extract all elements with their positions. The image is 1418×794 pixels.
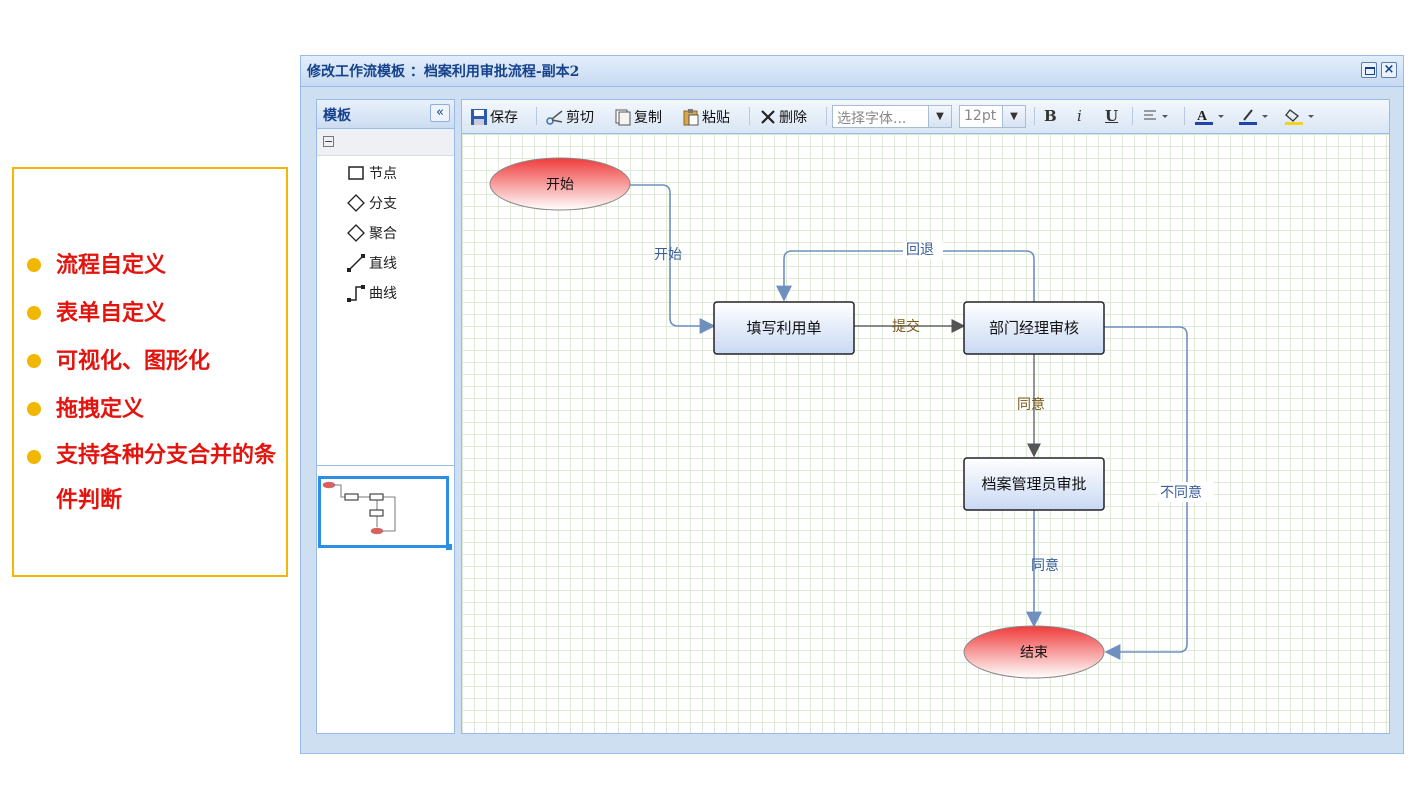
edge-label-agree-2: 同意 <box>1031 557 1059 574</box>
chevron-down-icon[interactable]: ▼ <box>1002 106 1025 127</box>
font-family-select[interactable]: 选择字体... ▼ <box>832 105 952 128</box>
tool-merge[interactable]: 聚合 <box>347 223 397 243</box>
font-color-icon: A <box>1195 109 1224 125</box>
diagram-overview[interactable] <box>318 476 452 550</box>
close-icon[interactable]: × <box>1381 62 1397 78</box>
label-bg <box>1158 482 1214 502</box>
paint-bucket-icon <box>1285 109 1314 125</box>
feature-box: 流程自定义 表单自定义 可视化、图形化 拖拽定义 支持各种分支合并的条件判断 <box>12 167 288 577</box>
feature-item: 表单自定义 <box>24 289 276 337</box>
toolbar-separator <box>826 107 827 125</box>
label-bg <box>903 241 943 259</box>
feature-item: 可视化、图形化 <box>24 337 276 385</box>
align-left-icon <box>1144 110 1168 120</box>
save-button[interactable]: 保存 <box>470 107 518 127</box>
copy-button[interactable]: 复制 <box>614 107 662 127</box>
curve-icon <box>347 285 365 302</box>
node-archive-approve[interactable]: 档案管理员审批 <box>963 457 1105 511</box>
workflow-diagram: 开始 回退 提交 同意 同意 不同意 开始 填写利用单 <box>489 157 1214 679</box>
scissors-icon <box>546 110 563 125</box>
toolbar-separator <box>1132 107 1133 125</box>
toolbar-separator <box>1034 107 1035 125</box>
collapse-tree-icon[interactable]: − <box>323 135 334 148</box>
panel-divider <box>317 465 454 466</box>
overview-thumbnail <box>322 481 396 535</box>
node-label-end: 结束 <box>1020 645 1048 661</box>
feature-item: 拖拽定义 <box>24 385 276 433</box>
feature-item: 支持各种分支合并的条件判断 <box>24 433 276 523</box>
node-fill-form[interactable]: 填写利用单 <box>713 301 855 355</box>
edge-label-agree-1: 同意 <box>1017 396 1045 413</box>
feature-item: 流程自定义 <box>24 241 276 289</box>
paste-button[interactable]: 粘贴 <box>682 107 730 127</box>
edge-label-disagree: 不同意 <box>1160 484 1202 501</box>
toolbar-separator <box>536 107 537 125</box>
node-label-dept-review: 部门经理审核 <box>989 319 1079 337</box>
edge-start-to-fill[interactable] <box>630 184 716 334</box>
branch-icon <box>347 194 365 212</box>
toolbar-separator <box>749 107 750 125</box>
feature-list: 流程自定义 表单自定义 可视化、图形化 拖拽定义 支持各种分支合并的条件判断 <box>24 241 276 523</box>
copy-icon <box>615 109 631 126</box>
svg-text:A: A <box>1197 109 1208 124</box>
designer-panel: 保存 剪切 复制 粘贴 删除 选择字体... ▼ <box>461 99 1390 734</box>
highlight-button[interactable] <box>1238 107 1272 125</box>
template-panel: 模板 « − 节点 分支 聚合 直线 曲线 <box>316 99 455 734</box>
workflow-editor-window: 修改工作流模板 ：档案利用审批流程-副本2 × 模板 « − 节点 分支 聚合 … <box>300 55 1404 754</box>
node-label-archive-approve: 档案管理员审批 <box>981 475 1086 493</box>
merge-icon <box>347 224 365 242</box>
bullet-icon <box>27 354 41 368</box>
highlight-icon <box>1239 109 1268 125</box>
toolbar-separator <box>1184 107 1185 125</box>
node-start[interactable]: 开始 <box>489 157 631 211</box>
bullet-icon <box>27 402 41 416</box>
edge-label-rollback: 回退 <box>906 242 934 258</box>
delete-icon <box>761 110 775 124</box>
tool-node[interactable]: 节点 <box>347 163 397 183</box>
underline-button[interactable]: U <box>1105 107 1119 125</box>
bullet-icon <box>27 450 41 464</box>
collapse-icon[interactable]: « <box>430 104 450 122</box>
design-canvas[interactable]: 开始 回退 提交 同意 同意 不同意 开始 填写利用单 <box>462 134 1389 733</box>
title-bar[interactable]: 修改工作流模板 ：档案利用审批流程-副本2 × <box>301 56 1403 87</box>
delete-button[interactable]: 删除 <box>759 107 807 127</box>
edge-label-submit: 提交 <box>892 318 920 335</box>
window-title: 修改工作流模板 ：档案利用审批流程-副本2 <box>307 64 580 80</box>
align-button[interactable] <box>1142 107 1172 125</box>
text-color-button[interactable]: A <box>1194 107 1228 125</box>
maximize-icon[interactable] <box>1361 62 1377 78</box>
font-size-select[interactable]: 12pt ▼ <box>959 105 1026 128</box>
tool-line[interactable]: 直线 <box>347 253 397 273</box>
edge-label-start: 开始 <box>654 247 682 263</box>
tree-root-row[interactable]: − <box>317 129 454 156</box>
node-icon <box>348 166 364 180</box>
italic-button[interactable]: i <box>1077 107 1082 125</box>
node-dept-review[interactable]: 部门经理审核 <box>963 301 1105 355</box>
bullet-icon <box>27 258 41 272</box>
node-label-fill-form: 填写利用单 <box>746 319 821 337</box>
line-icon <box>347 254 365 272</box>
paste-icon <box>683 109 699 126</box>
tool-branch[interactable]: 分支 <box>347 193 397 213</box>
template-panel-header: 模板 « <box>317 100 454 129</box>
fill-color-button[interactable] <box>1284 107 1318 125</box>
bold-button[interactable]: B <box>1044 107 1057 125</box>
node-label-start: 开始 <box>546 177 574 193</box>
overview-resize-handle[interactable] <box>446 544 452 550</box>
editor-toolbar: 保存 剪切 复制 粘贴 删除 选择字体... ▼ <box>462 100 1389 134</box>
node-end[interactable]: 结束 <box>963 625 1105 679</box>
save-icon <box>471 109 487 125</box>
cut-button[interactable]: 剪切 <box>546 107 594 127</box>
tool-curve[interactable]: 曲线 <box>347 283 397 303</box>
chevron-down-icon[interactable]: ▼ <box>928 106 951 127</box>
bullet-icon <box>27 306 41 320</box>
template-panel-title: 模板 <box>323 108 351 124</box>
